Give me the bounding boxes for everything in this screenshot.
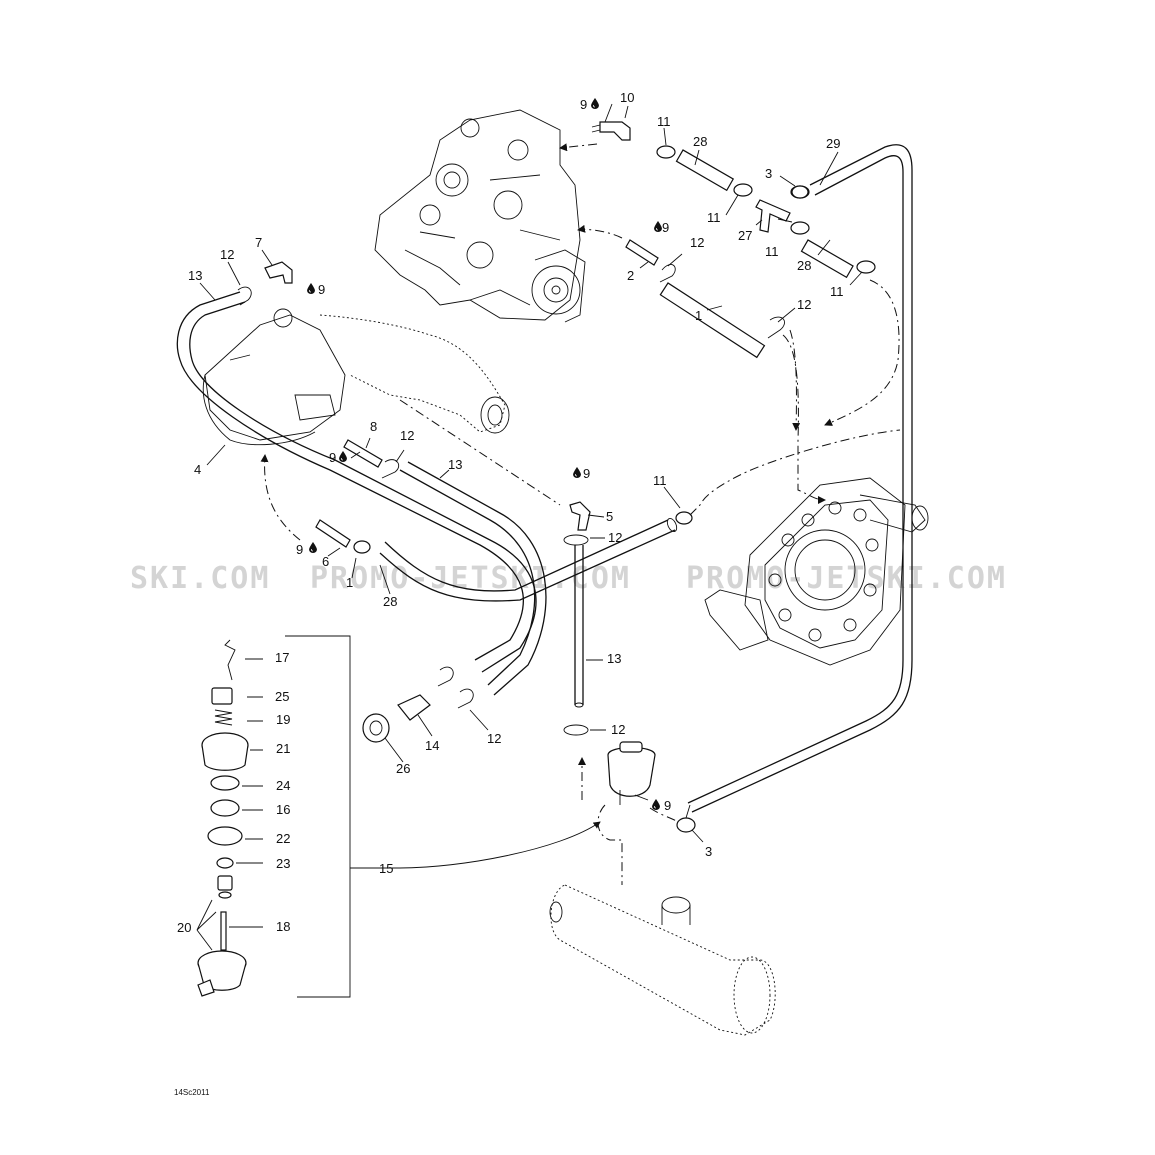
callout-9: 9 [296, 542, 303, 557]
callout-16: 16 [276, 802, 290, 817]
callout-10: 10 [620, 90, 634, 105]
oil-drop-icon [309, 542, 317, 553]
callout-23: 23 [276, 856, 290, 871]
oil-drop-icon [573, 467, 581, 478]
oil-drop-icon [339, 451, 347, 462]
callout-28: 28 [693, 134, 707, 149]
callout-1: 1 [695, 308, 702, 323]
callout-12: 12 [400, 428, 414, 443]
muffler [549, 884, 776, 1036]
callout-28: 28 [797, 258, 811, 273]
callout-labels: 9 10 11 28 29 3 11 27 11 28 11 9 12 2 1 … [177, 90, 844, 935]
callout-11: 11 [765, 244, 779, 259]
oil-drop-icon [654, 221, 662, 232]
callout-28: 28 [383, 594, 397, 609]
callout-9: 9 [583, 466, 590, 481]
watermark: SKI.COM PROMO-JETSKI.COM PROMO-JETSKI.CO… [130, 561, 1007, 596]
callout-12: 12 [797, 297, 811, 312]
callout-9: 9 [662, 220, 669, 235]
fittings [237, 121, 876, 833]
callout-11: 11 [707, 210, 721, 225]
oil-drop-icon [591, 98, 599, 109]
flow-arrows [260, 143, 901, 885]
callout-3: 3 [705, 844, 712, 859]
callout-9: 9 [329, 450, 336, 465]
watermark-middle: PROMO-JETSKI.COM [310, 561, 631, 596]
callout-25: 25 [275, 689, 289, 704]
callout-9: 9 [318, 282, 325, 297]
callout-20: 20 [177, 920, 191, 935]
callout-12: 12 [487, 731, 501, 746]
hoses [176, 144, 913, 813]
callout-9: 9 [580, 97, 587, 112]
watermark-left: SKI.COM [130, 561, 270, 596]
callout-12: 12 [690, 235, 704, 250]
callout-17: 17 [275, 650, 289, 665]
callout-13: 13 [607, 651, 621, 666]
callout-7: 7 [255, 235, 262, 250]
thermostat-assembly [197, 635, 400, 998]
callout-5: 5 [606, 509, 613, 524]
callout-13: 13 [188, 268, 202, 283]
callout-29: 29 [826, 136, 840, 151]
callout-24: 24 [276, 778, 290, 793]
callout-14: 14 [425, 738, 439, 753]
callout-12: 12 [611, 722, 625, 737]
callout-12: 12 [608, 530, 622, 545]
callout-19: 19 [276, 712, 290, 727]
callout-8: 8 [370, 419, 377, 434]
callout-15: 15 [379, 861, 393, 876]
callout-13: 13 [448, 457, 462, 472]
callout-26: 26 [396, 761, 410, 776]
oil-drop-icon [652, 799, 660, 810]
watermark-right: PROMO-JETSKI.COM [686, 561, 1007, 596]
callout-1: 1 [346, 575, 353, 590]
callout-12: 12 [220, 247, 234, 262]
leader-lines [196, 103, 863, 951]
callout-6: 6 [322, 554, 329, 569]
callout-9: 9 [664, 798, 671, 813]
callout-18: 18 [276, 919, 290, 934]
pump-housing [704, 477, 929, 666]
callout-11: 11 [657, 114, 671, 129]
callout-4: 4 [194, 462, 201, 477]
callout-3: 3 [765, 166, 772, 181]
exhaust-manifold [202, 308, 510, 446]
engine [374, 109, 586, 323]
callout-21: 21 [276, 741, 290, 756]
callout-11: 11 [653, 473, 667, 488]
oil-drop-icon [307, 283, 315, 294]
callout-2: 2 [627, 268, 634, 283]
callout-11: 11 [830, 284, 844, 299]
callout-22: 22 [276, 831, 290, 846]
callout-27: 27 [738, 228, 752, 243]
drawing-code: 14Sc2011 [174, 1088, 210, 1097]
